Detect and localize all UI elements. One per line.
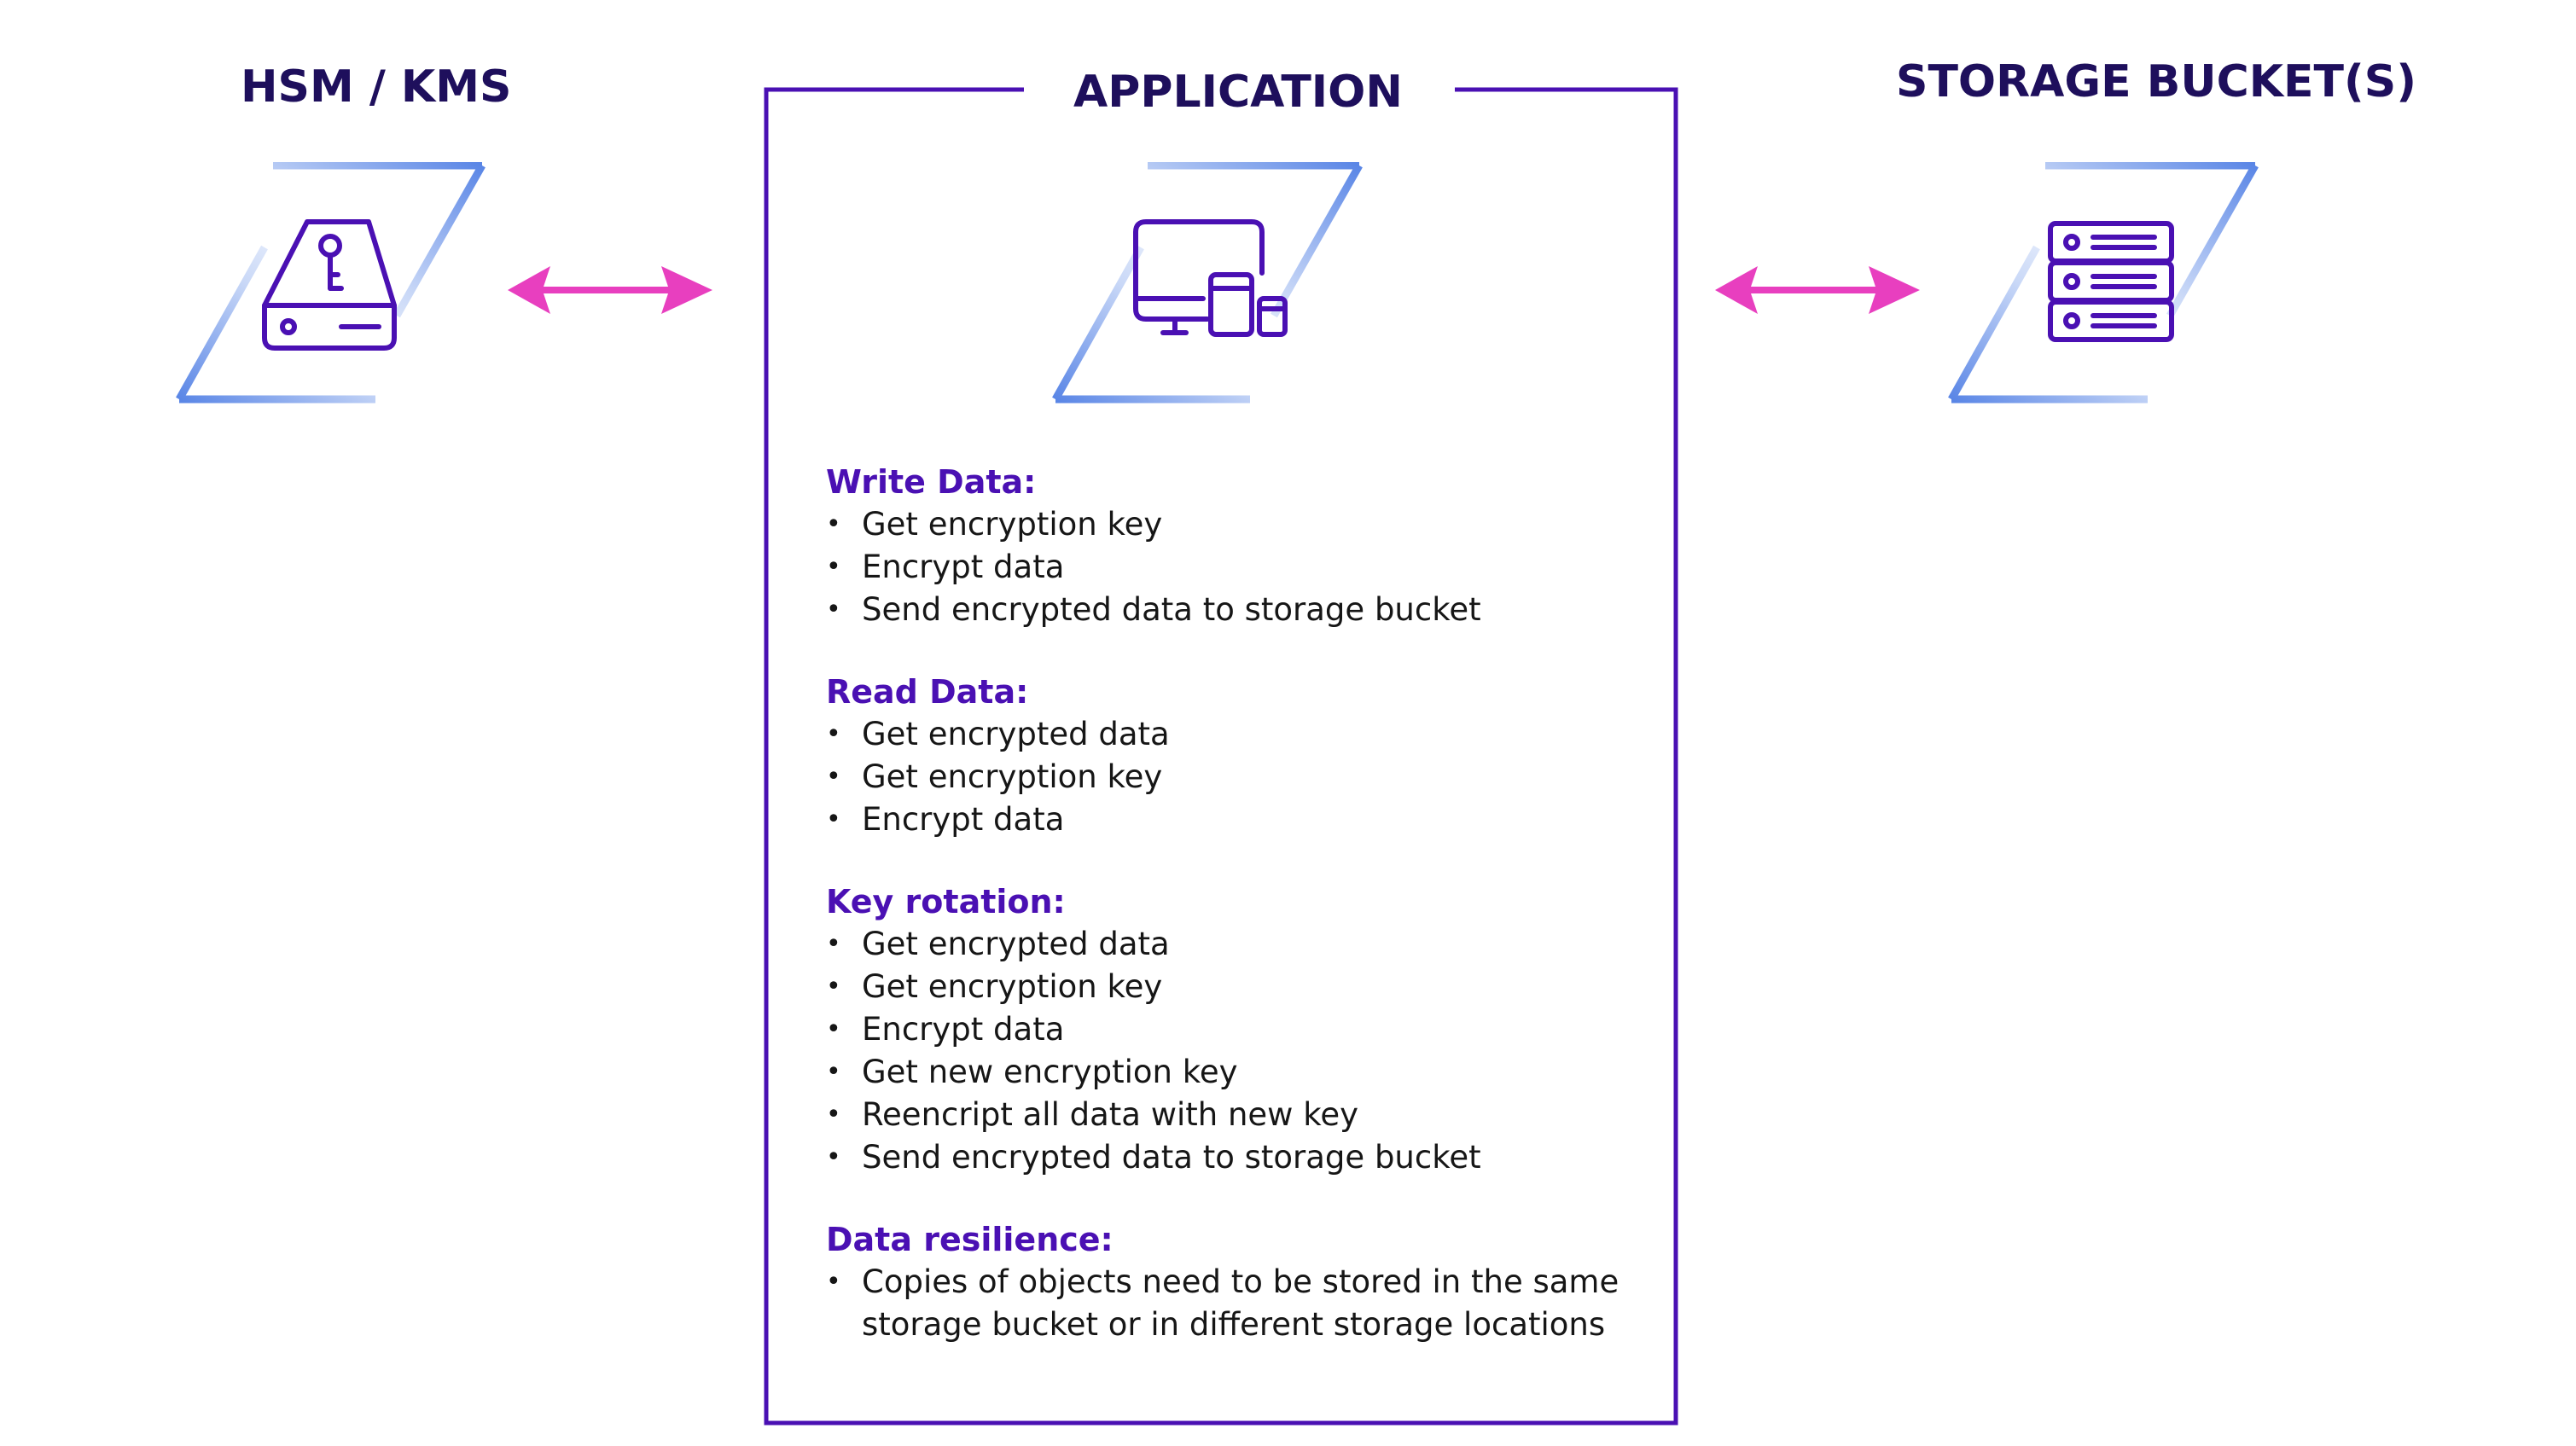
list-item: Send encrypted data to storage bucket — [826, 1136, 1645, 1179]
section-items: Get encryption keyEncrypt dataSend encry… — [826, 503, 1645, 631]
list-item: Send encrypted data to storage bucket — [826, 589, 1645, 631]
devices-icon — [1133, 219, 1288, 337]
section-read-data: Read Data:Get encrypted dataGet encrypti… — [826, 671, 1645, 841]
section-title: Write Data: — [826, 463, 1037, 501]
double-arrow-icon-left — [508, 266, 712, 314]
section-write-data: Write Data:Get encryption keyEncrypt dat… — [826, 461, 1645, 631]
list-item: Encrypt data — [826, 1008, 1645, 1051]
hsm-icon-group — [176, 162, 486, 404]
parallelogram-bottom-left — [1052, 245, 1250, 404]
section-items: Copies of objects need to be stored in t… — [826, 1261, 1645, 1346]
list-item: Encrypt data — [826, 798, 1645, 841]
list-item: Get new encryption key — [826, 1051, 1645, 1094]
section-title: Key rotation: — [826, 883, 1066, 920]
section-items: Get encrypted dataGet encryption keyEncr… — [826, 923, 1645, 1179]
application-title: APPLICATION — [1073, 67, 1403, 118]
application-icon-group — [1052, 162, 1363, 404]
list-item: Get encryption key — [826, 756, 1645, 798]
list-item: Get encryption key — [826, 966, 1645, 1008]
section-title: Data resilience: — [826, 1221, 1114, 1258]
double-arrow-icon-right — [1715, 266, 1920, 314]
server-stack-icon — [2048, 221, 2174, 342]
storage-buckets-title: STORAGE BUCKET(S) — [1896, 56, 2417, 107]
hsm-kms-title: HSM / KMS — [241, 61, 512, 113]
section-key-rotation: Key rotation:Get encrypted dataGet encry… — [826, 880, 1645, 1179]
list-item: Reencript all data with new key — [826, 1094, 1645, 1136]
list-item: Get encryption key — [826, 503, 1645, 546]
section-items: Get encrypted dataGet encryption keyEncr… — [826, 713, 1645, 841]
storage-icon-group — [1948, 162, 2259, 404]
parallelogram-bottom-left — [176, 245, 375, 404]
hard-drive-key-icon — [262, 219, 397, 351]
parallelogram-top-right — [2045, 162, 2259, 318]
parallelogram-top-right — [273, 162, 486, 318]
parallelogram-top-right — [1148, 162, 1363, 318]
list-item: Get encrypted data — [826, 713, 1645, 756]
list-item: Encrypt data — [826, 546, 1645, 589]
section-title: Read Data: — [826, 673, 1029, 711]
list-item: Copies of objects need to be stored in t… — [826, 1261, 1645, 1346]
section-data-resilience: Data resilience:Copies of objects need t… — [826, 1218, 1645, 1346]
application-steps: Write Data:Get encryption keyEncrypt dat… — [826, 461, 1645, 1385]
parallelogram-bottom-left — [1948, 245, 2148, 404]
list-item: Get encrypted data — [826, 923, 1645, 966]
